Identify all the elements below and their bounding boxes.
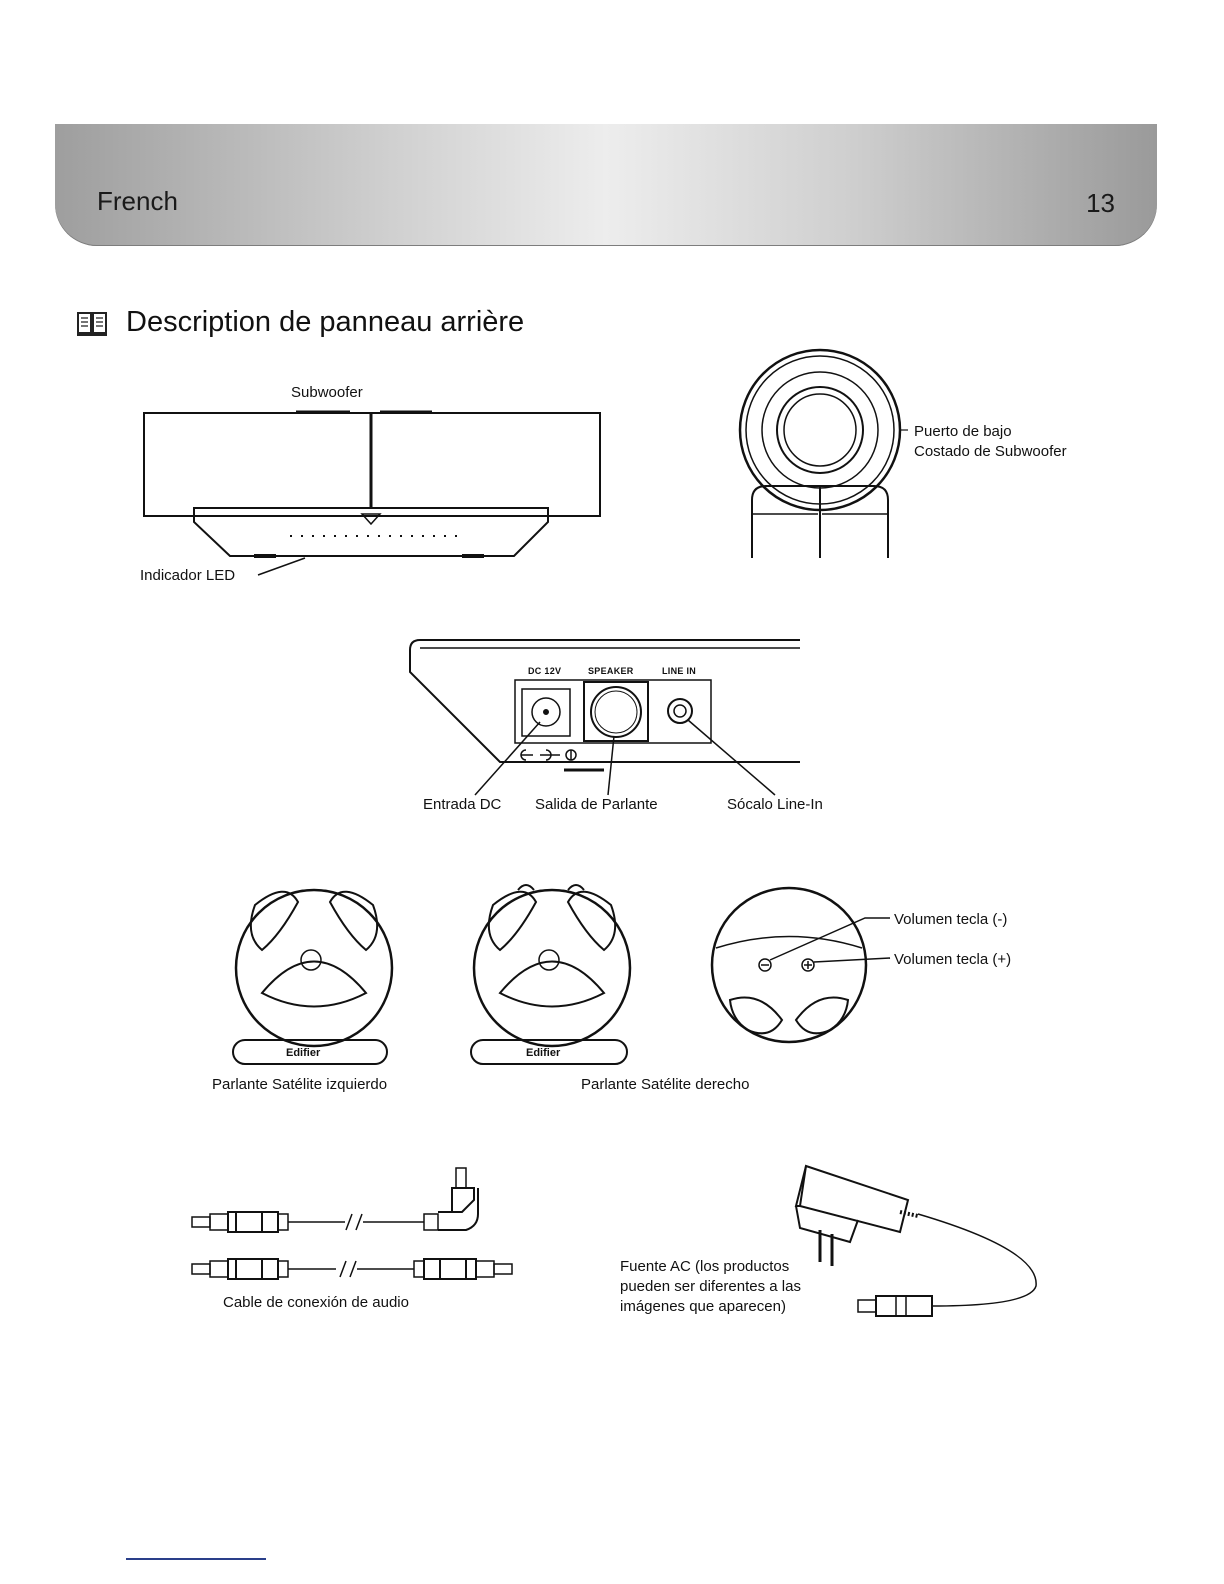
- subwoofer-side-drawing: [738, 348, 908, 558]
- right-satellite-label: Parlante Satélite derecho: [581, 1076, 750, 1093]
- bass-port-label: Puerto de bajo: [914, 423, 1012, 440]
- right-satellite-drawing: [470, 884, 632, 1065]
- page-header: French 13: [55, 124, 1157, 246]
- subwoofer-label: Subwoofer: [291, 384, 363, 401]
- footer-line: [126, 1558, 266, 1560]
- satellite-rear-drawing: [710, 886, 891, 1044]
- audio-cable-label: Cable de conexión de audio: [223, 1294, 409, 1311]
- header-language: French: [97, 186, 178, 216]
- left-satellite-drawing: [232, 888, 394, 1065]
- port-linein-label: LINE IN: [662, 666, 697, 676]
- ac-adapter-label-line3: imágenes que aparecen): [620, 1298, 786, 1315]
- subwoofer-front-drawing: [143, 410, 601, 576]
- subwoofer-side-label: Costado de Subwoofer: [914, 443, 1067, 460]
- port-speaker-label: SPEAKER: [588, 666, 634, 676]
- section-title-text: Description de panneau arrière: [126, 306, 525, 338]
- volume-minus-label: Volumen tecla (-): [894, 911, 1008, 928]
- ac-adapter-label-line1: Fuente AC (los productos: [620, 1258, 790, 1275]
- volume-plus-label: Volumen tecla (+): [894, 951, 1012, 968]
- linein-socket-label: Sócalo Line-In: [727, 796, 823, 813]
- right-satellite-brand: Edifier: [526, 1047, 561, 1059]
- port-dc-label: DC 12V: [528, 666, 562, 676]
- led-indicator-label: Indicador LED: [140, 567, 236, 584]
- section-title: Description de panneau arrière: [76, 306, 524, 339]
- left-satellite-label: Parlante Satélite izquierdo: [212, 1076, 388, 1093]
- ac-adapter-drawing: [794, 1164, 1037, 1317]
- ac-adapter-label-line2: pueden ser diferentes a las: [620, 1278, 801, 1295]
- speaker-output-label: Salida de Parlante: [535, 796, 658, 813]
- book-icon: [77, 311, 107, 336]
- left-satellite-brand: Edifier: [286, 1047, 321, 1059]
- dc-input-label: Entrada DC: [423, 796, 502, 813]
- audio-cable-drawing: [191, 1167, 513, 1280]
- page-number: 13: [1086, 188, 1115, 218]
- rear-panel-drawing: [409, 639, 800, 796]
